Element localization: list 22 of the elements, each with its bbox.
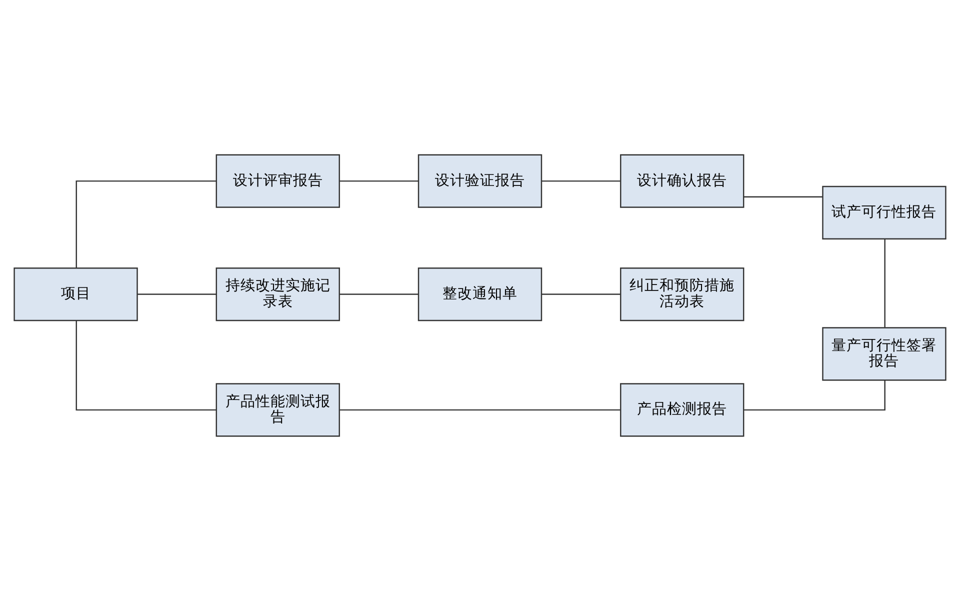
- connector: [542, 294, 620, 295]
- node-box: 纠正和预防措施活动表: [620, 268, 744, 322]
- connector: [340, 409, 621, 411]
- node-box: 整改通知单: [418, 268, 542, 322]
- connector: [744, 196, 823, 198]
- node-box: 项目: [14, 268, 138, 322]
- connector: [138, 294, 216, 295]
- node-box: 试产可行性报告: [822, 186, 946, 240]
- node-box: 设计验证报告: [418, 154, 542, 208]
- connector: [884, 238, 886, 328]
- connector: [340, 180, 418, 182]
- node-box: 产品检测报告: [620, 383, 744, 437]
- connector: [744, 380, 886, 411]
- connector: [76, 320, 216, 411]
- connector: [76, 180, 216, 268]
- node-box: 量产可行性签署报告: [822, 327, 946, 381]
- node-box: 持续改进实施记录表: [216, 268, 340, 322]
- node-box: 设计确认报告: [620, 154, 744, 208]
- connector: [340, 294, 418, 295]
- node-box: 设计评审报告: [216, 154, 340, 208]
- connector: [542, 180, 620, 182]
- node-box: 产品性能测试报告: [216, 383, 340, 437]
